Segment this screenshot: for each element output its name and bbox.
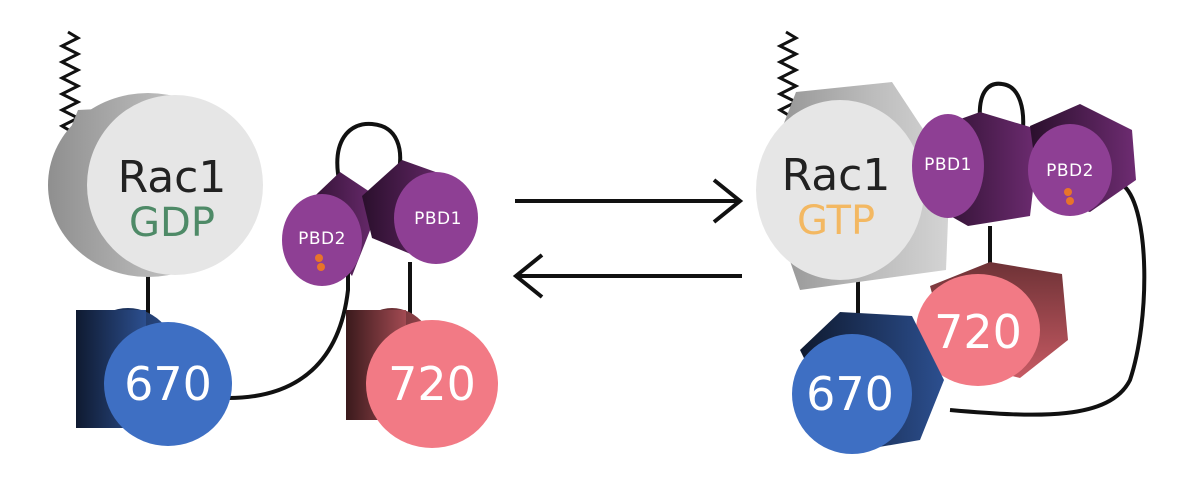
domain-720-right: 720 [916, 262, 1068, 386]
domain-670-left: 670 [76, 308, 232, 446]
pbd2-dot-1-right [1064, 188, 1072, 196]
rac1-gdp-cylinder: Rac1 GDP [48, 93, 263, 277]
rac1-face-right [756, 100, 924, 280]
domain-670-label-right: 670 [806, 367, 894, 421]
pbd2-dot-2 [317, 263, 325, 271]
forward-arrow [515, 178, 744, 224]
rac1-face [87, 95, 263, 275]
right-state: Rac1 GTP PBD1 PBD2 720 670 [756, 30, 1147, 454]
linker-670-pbd [227, 272, 350, 400]
pbd1-label-right: PBD1 [924, 155, 972, 175]
pbd2-right: PBD2 [1028, 104, 1136, 216]
pbd2-label: PBD2 [298, 229, 346, 249]
equilibrium-arrows [512, 178, 744, 299]
domain-670-label: 670 [124, 357, 212, 411]
rac1-label-right: Rac1 [782, 150, 891, 201]
pbd2-dot-2-right [1066, 197, 1074, 205]
gtp-label: GTP [797, 198, 875, 244]
gdp-label: GDP [129, 200, 215, 246]
pbd2-left: PBD2 [282, 172, 382, 286]
rac1-label: Rac1 [118, 152, 227, 203]
linker-pbd2-670-right [949, 184, 1147, 417]
reverse-arrow [512, 253, 742, 299]
pbd2-label-right: PBD2 [1046, 161, 1094, 181]
domain-720-label-right: 720 [934, 305, 1022, 359]
pbd2-dot-1 [315, 254, 323, 262]
rac1-gtp-cylinder: Rac1 GTP [756, 82, 950, 290]
pbd1-left: PBD1 [362, 160, 478, 264]
linker-pbd-loop [335, 121, 403, 186]
left-state: Rac1 GDP 670 720 PBD2 [48, 30, 498, 448]
pbd1-right: PBD1 [912, 112, 1040, 226]
domain-670-right: 670 [792, 312, 944, 454]
pbd1-label: PBD1 [414, 209, 462, 229]
domain-720-label: 720 [388, 357, 476, 411]
domain-720-left: 720 [346, 308, 498, 448]
linker-pbd-loop-right [977, 81, 1026, 139]
